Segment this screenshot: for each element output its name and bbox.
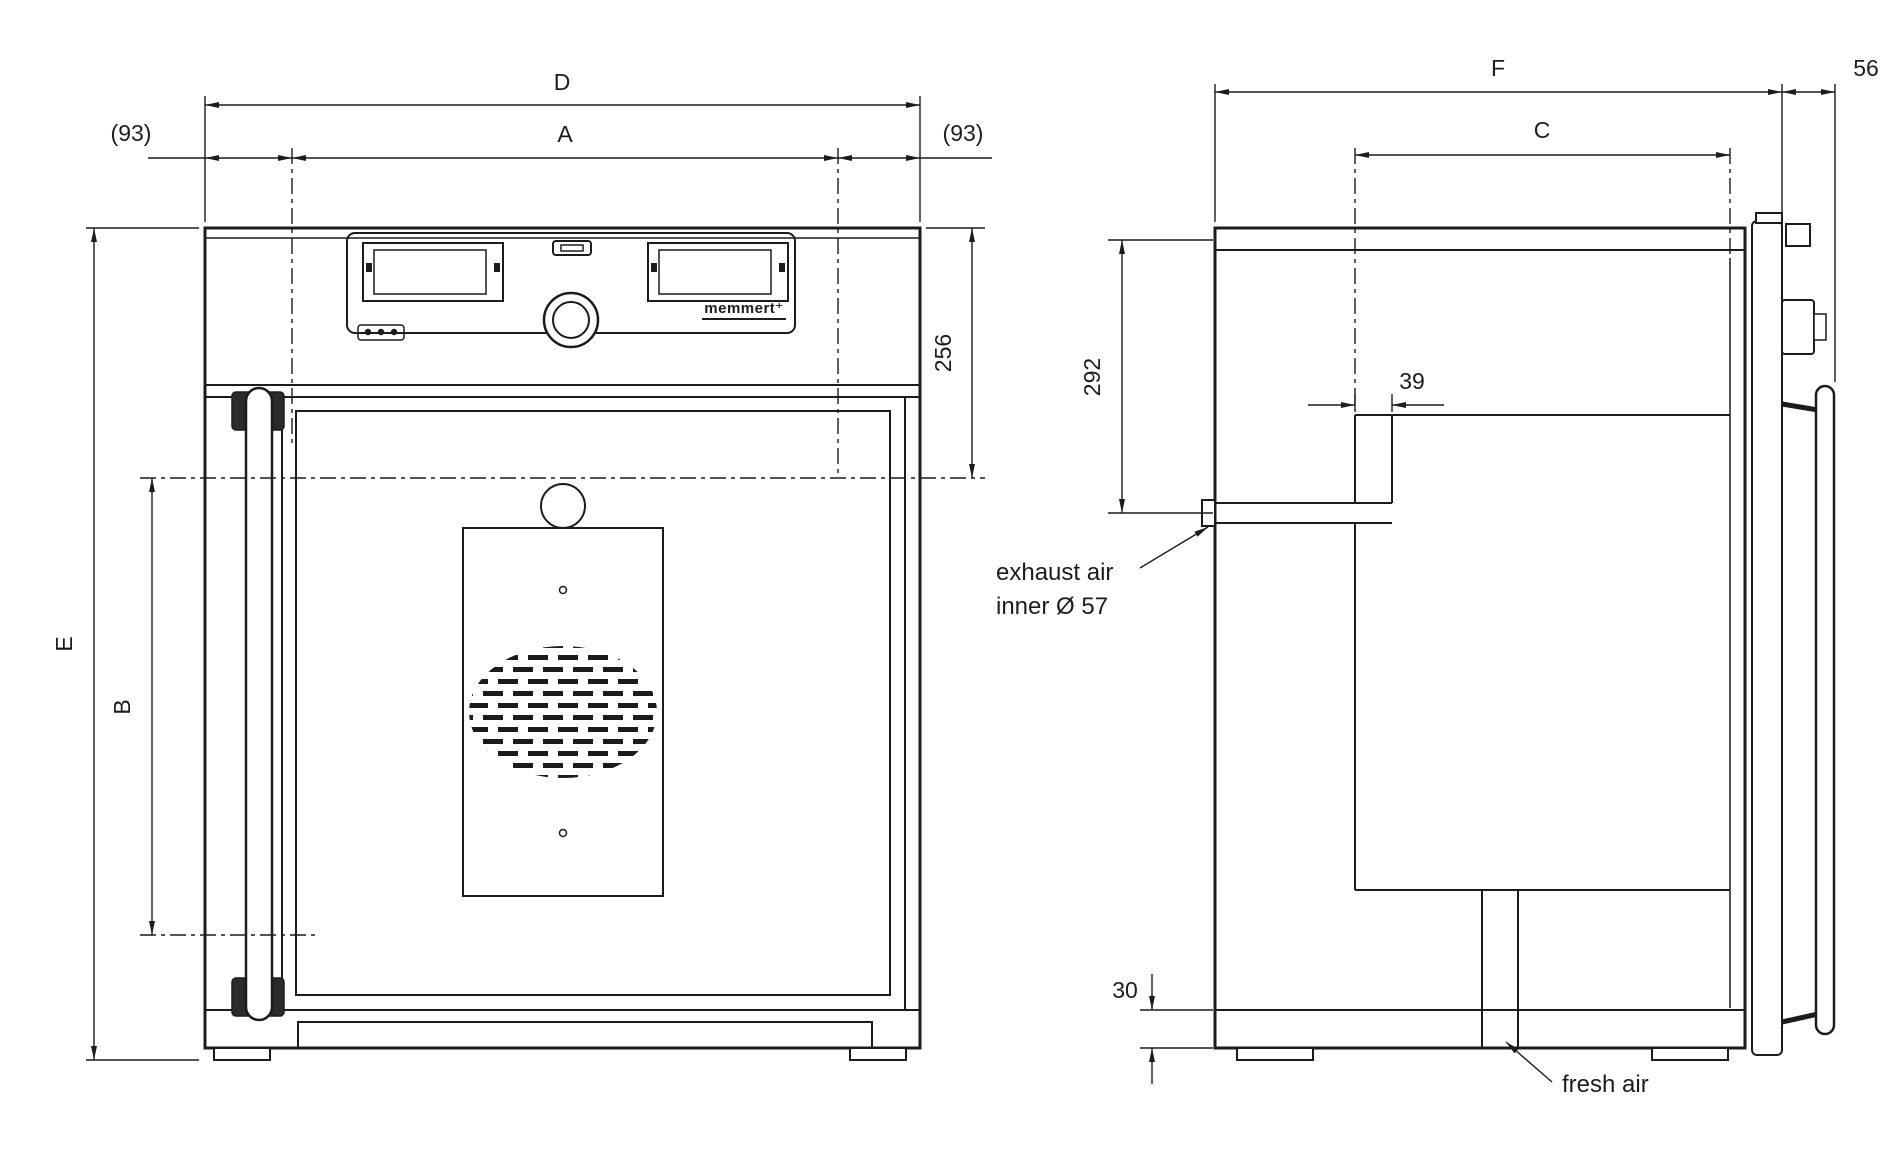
handle-bottom-bracket [1781,1011,1819,1025]
usb-port-outline [552,240,592,256]
control-knob-inner [552,301,590,339]
front-left-foot [213,1047,271,1061]
dimension-A: A [292,121,838,161]
fresh-air-annotation: fresh air [1505,1041,1649,1098]
control-knob [542,291,600,349]
side-door [1751,212,1836,1056]
dim-label-E: E [51,636,77,651]
dim-label-93-left: (93) [111,120,152,146]
exhaust-air-leader-line [1139,526,1209,569]
door-top-hinge-block [1785,223,1811,247]
dim-label-39: 39 [1399,368,1425,394]
right-display-tick-right [779,263,785,272]
dimension-30: 30 [1112,974,1213,1084]
dim-label-B: B [109,699,135,714]
dimension-93-left: (93) [111,120,292,161]
side-view: F 56 C 292 39 [996,55,1879,1098]
left-display-tick-right [494,263,500,272]
usb-port-icon [552,240,592,256]
dim-label-292: 292 [1079,358,1105,396]
side-right-foot [1651,1047,1729,1061]
left-display-frame [362,242,504,302]
door-slab [1751,220,1783,1056]
dimension-F: F [1214,55,1783,222]
dimension-E: E [51,227,199,1061]
dimension-292: 292 [1079,239,1213,514]
brand-logo-text: memmert⁺ [704,300,783,317]
front-right-foot [849,1047,907,1061]
perforated-panel [462,483,664,897]
exhaust-duct [1201,415,1393,527]
dim-label-30: 30 [1112,977,1138,1003]
exhaust-air-label-line2: inner Ø 57 [996,593,1108,620]
control-knob-outer [542,291,600,349]
exhaust-air-annotation: exhaust air inner Ø 57 [996,526,1209,620]
dim-label-A: A [557,121,573,147]
handle-top-bracket [1781,401,1819,413]
front-reference-lines [140,148,985,936]
right-display [647,242,789,302]
indicator-icons-outline [357,324,405,341]
ventilation-slots [469,646,657,778]
side-left-foot [1236,1047,1314,1061]
dim-label-56: 56 [1853,55,1879,81]
panel-screw-bottom-icon [558,828,568,838]
dimension-C: C [1354,117,1731,410]
exhaust-air-label-line1: exhaust air [996,559,1113,586]
right-display-screen [658,249,772,295]
usb-port-inner [560,244,584,252]
fresh-air-label: fresh air [1562,1071,1649,1098]
indicator-dot-3-icon [390,328,398,336]
dim-label-F: F [1491,55,1505,81]
panel-indicator-icons [357,324,405,341]
fresh-air-leader-line [1505,1041,1553,1083]
side-chamber [1354,414,1730,891]
left-display-screen [373,249,487,295]
indicator-dot-1-icon [364,328,372,336]
door-latch-block [1781,299,1815,355]
control-panel: memmert⁺ [346,232,796,349]
dimension-39: 39 [1308,368,1444,412]
panel-screw-top-icon [558,585,568,595]
left-display [362,242,504,302]
dim-label-D: D [554,69,571,95]
dim-label-C: C [1534,117,1551,143]
door-handle [231,386,285,1022]
right-display-frame [647,242,789,302]
front-oven-body [203,226,922,1061]
brand-logo: memmert⁺ [702,300,786,320]
indicator-dot-2-icon [377,328,385,336]
front-door [231,386,906,1022]
dimension-B: B [109,478,155,935]
dimension-93-right: (93) [838,120,992,161]
side-handle-bar [1814,384,1836,1036]
side-outer-housing [1213,226,1747,1050]
right-display-tick-left [651,263,657,272]
handle-bar [244,386,274,1022]
fan-mount-circle [540,483,586,529]
dimension-56: 56 [1782,55,1879,382]
left-display-tick-left [366,263,372,272]
door-inner-outline [295,410,891,996]
dimension-256: 256 [926,227,985,478]
front-view: memmert⁺ [51,69,992,1061]
door-top-hinge-small [1755,212,1783,224]
side-oven-body [1213,226,1747,1061]
dim-label-256: 256 [930,334,956,372]
front-base-recess [297,1021,873,1049]
fresh-air-duct [1481,890,1519,1048]
door-latch-pin [1813,313,1827,341]
dim-label-93-right: (93) [943,120,984,146]
